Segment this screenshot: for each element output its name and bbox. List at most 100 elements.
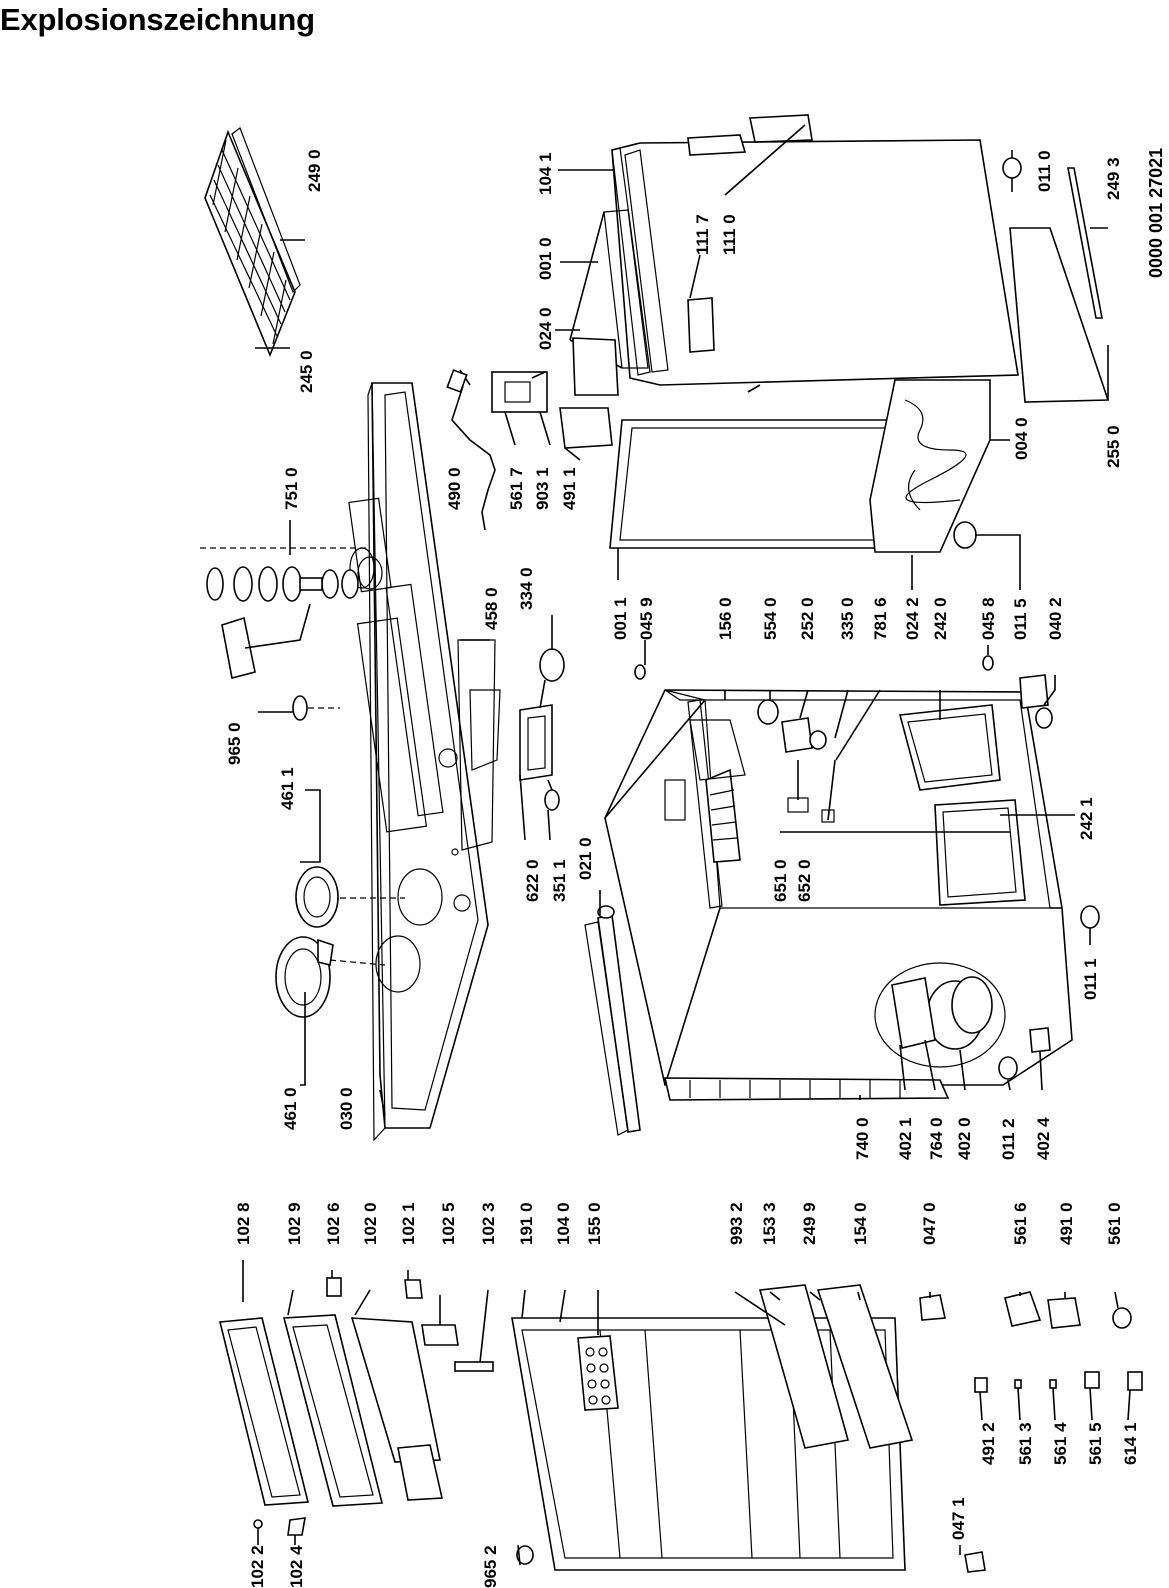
label-154-0: 154 0 xyxy=(851,1202,870,1245)
knob-part xyxy=(292,695,340,721)
label-111-7: 111 7 xyxy=(693,214,712,255)
label-047-0: 047 0 xyxy=(920,1202,939,1245)
label-001-1: 001 1 xyxy=(611,597,630,640)
label-561-6: 561 6 xyxy=(1011,1202,1030,1245)
label-001-0: 001 0 xyxy=(536,237,555,280)
screw-bottom-left xyxy=(253,1517,306,1536)
cover-plate xyxy=(559,407,613,449)
foot-cabinet xyxy=(1080,905,1100,929)
label-045-9: 045 9 xyxy=(637,597,656,640)
label-104-0: 104 0 xyxy=(554,1202,573,1245)
label-011-1: 011 1 xyxy=(1081,958,1100,1000)
label-781-6: 781 6 xyxy=(871,597,890,640)
label-651-0: 651 0 xyxy=(771,859,790,902)
label-030-0: 030 0 xyxy=(337,1087,356,1130)
label-004-0: 004 0 xyxy=(1012,417,1031,460)
hinge-small-b xyxy=(404,1279,423,1299)
label-011-0: 011 0 xyxy=(1035,150,1054,192)
label-249-3: 249 3 xyxy=(1104,157,1123,200)
label-402-1: 402 1 xyxy=(896,1117,915,1160)
label-335-0: 335 0 xyxy=(838,597,857,640)
document-number: 0000 001 27021 xyxy=(1146,148,1166,278)
label-104-1: 104 1 xyxy=(536,152,555,195)
ice-tray xyxy=(705,768,741,863)
label-242-0: 242 0 xyxy=(931,597,950,640)
label-740-0: 740 0 xyxy=(853,1117,872,1160)
label-764-0: 764 0 xyxy=(927,1117,946,1160)
label-491-1: 491 1 xyxy=(560,467,579,510)
label-156-0: 156 0 xyxy=(716,597,735,640)
bottom-plate xyxy=(1009,227,1110,403)
cooktop-body xyxy=(348,382,501,1142)
part-labels: 249 0 245 0 751 0 458 0 334 0 965 0 461 … xyxy=(225,148,1166,1588)
label-561-0: 561 0 xyxy=(1105,1202,1124,1245)
cover-part xyxy=(1047,1297,1081,1329)
egg-tray xyxy=(577,1335,619,1411)
label-402-0: 402 0 xyxy=(955,1117,974,1160)
hinge-small-a xyxy=(326,1277,342,1297)
burner-cap-large xyxy=(275,936,334,1018)
handle-strip xyxy=(454,1361,494,1372)
label-351-1: 351 1 xyxy=(550,859,569,902)
label-102-3: 102 3 xyxy=(479,1202,498,1245)
label-402-4: 402 4 xyxy=(1034,1117,1053,1160)
foot-right xyxy=(982,655,1053,729)
label-461-0: 461 0 xyxy=(281,1087,300,1130)
power-cord xyxy=(446,369,496,513)
label-102-9: 102 9 xyxy=(285,1202,304,1245)
label-155-0: 155 0 xyxy=(585,1202,604,1245)
label-040-2: 040 2 xyxy=(1046,597,1065,640)
label-011-2: 011 2 xyxy=(999,1118,1018,1160)
door-inner-frame xyxy=(282,1314,384,1507)
clip-cabinet xyxy=(998,1027,1051,1080)
door-gasket xyxy=(219,1317,310,1506)
crisper-drawer-lower xyxy=(934,799,1026,906)
label-024-0: 024 0 xyxy=(536,307,555,350)
foot-round xyxy=(953,521,977,549)
label-102-8: 102 8 xyxy=(234,1202,253,1245)
label-242-1: 242 1 xyxy=(1077,797,1096,840)
label-249-9: 249 9 xyxy=(800,1202,819,1245)
label-047-1: 047 1 xyxy=(949,1497,968,1540)
label-011-5: 011 5 xyxy=(1011,598,1030,640)
label-252-0: 252 0 xyxy=(798,597,817,640)
label-561-5: 561 5 xyxy=(1086,1422,1105,1465)
burner-stack-assembly xyxy=(200,547,370,679)
label-993-2: 993 2 xyxy=(727,1202,746,1245)
wire-grid-shelf xyxy=(204,127,301,358)
label-751-0: 751 0 xyxy=(282,467,301,510)
door-shelf-upper xyxy=(758,1284,850,1449)
label-plate xyxy=(421,1324,459,1346)
label-024-2: 024 2 xyxy=(903,597,922,640)
door-frame-upper xyxy=(569,209,649,396)
door-shelf-lower xyxy=(816,1284,914,1449)
label-102-6: 102 6 xyxy=(324,1202,343,1245)
crisper-drawer-upper xyxy=(898,704,1001,791)
leader-lines xyxy=(242,124,1131,1566)
label-111-0: 111 0 xyxy=(720,214,739,255)
glass-strip xyxy=(1067,167,1103,319)
screw-top xyxy=(634,664,646,680)
hinge-bracket xyxy=(919,1294,946,1321)
page-title: Explosionszeichnung xyxy=(0,2,315,37)
lamp-socket xyxy=(1112,1307,1132,1329)
label-491-2: 491 2 xyxy=(979,1422,998,1465)
label-561-7: 561 7 xyxy=(507,467,526,510)
label-255-0: 255 0 xyxy=(1104,425,1123,468)
label-334-0: 334 0 xyxy=(517,567,536,610)
label-491-0: 491 0 xyxy=(1057,1202,1076,1245)
label-045-8: 045 8 xyxy=(979,597,998,640)
small-parts-row xyxy=(964,1371,1143,1573)
label-622-0: 622 0 xyxy=(523,859,542,902)
door-panel-front xyxy=(350,1317,443,1501)
label-965-2: 965 2 xyxy=(481,1545,500,1588)
evaporator xyxy=(689,719,746,781)
switch-part xyxy=(1004,1291,1042,1327)
label-102-4: 102 4 xyxy=(287,1545,306,1588)
condenser-coil xyxy=(663,1077,950,1101)
door-trim-strip xyxy=(584,905,641,1136)
label-021-0: 021 0 xyxy=(576,837,595,880)
foot-top-right xyxy=(1002,150,1022,179)
thermostat xyxy=(757,699,836,823)
label-153-3: 153 3 xyxy=(760,1202,779,1245)
